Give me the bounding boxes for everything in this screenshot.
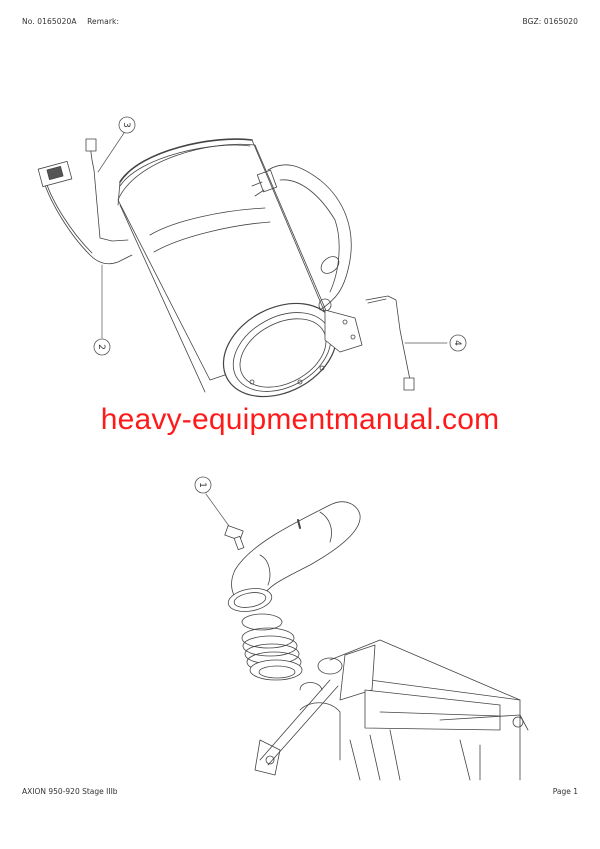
- remark-label: Remark:: [87, 17, 120, 26]
- watermark-link: heavy-equipmentmanual.com: [100, 403, 500, 436]
- sensor-fitting-1: [224, 525, 245, 551]
- callout-2: 2: [93, 338, 111, 356]
- document-number: No. 0165020A: [22, 17, 77, 26]
- callout-4: 4: [449, 334, 467, 352]
- bgz-number: BGZ: 0165020: [522, 17, 578, 26]
- sensor-cable-4: [365, 295, 415, 391]
- bellows: [241, 613, 303, 681]
- callout-3: 3: [118, 116, 136, 134]
- svg-text:3: 3: [121, 122, 131, 128]
- svg-text:4: 4: [452, 340, 462, 346]
- footer-page-number: Page 1: [552, 787, 578, 796]
- sensor-cable-3: [85, 138, 129, 242]
- document-header-left: No. 0165020A Remark:: [22, 17, 119, 26]
- sensor-cable-2: [37, 161, 133, 265]
- svg-text:1: 1: [197, 482, 207, 488]
- canister-assembly: [117, 138, 363, 398]
- svg-text:2: 2: [96, 344, 106, 350]
- callout-1: 1: [194, 476, 212, 494]
- footer-model: AXION 950-920 Stage IIIb: [22, 787, 118, 796]
- intake-assembly: [224, 501, 529, 781]
